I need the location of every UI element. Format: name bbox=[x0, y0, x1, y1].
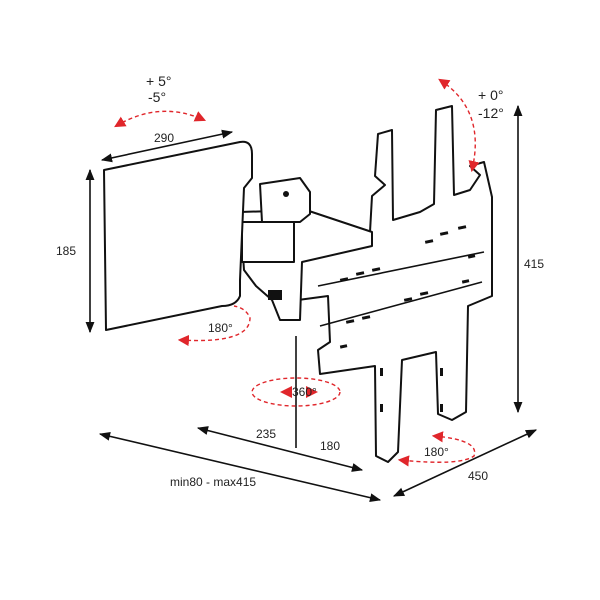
top-tilt-minus-label: -12° bbox=[478, 105, 504, 121]
dim-total-height-label: 415 bbox=[524, 257, 544, 271]
swivel-arc bbox=[177, 305, 251, 347]
dim-height-label: 185 bbox=[56, 244, 76, 258]
swivel-label: 180° bbox=[208, 321, 233, 335]
dim-arm-length-1: 235 bbox=[256, 427, 276, 441]
tv-bracket bbox=[259, 177, 311, 223]
dimensions: 290 185 415 235 180 min80 - max415 450 bbox=[56, 104, 544, 503]
dim-width-line bbox=[100, 129, 234, 163]
tilt-plus-label: + 5° bbox=[146, 73, 171, 89]
arm-block bbox=[241, 221, 295, 263]
tilt-minus-label: -5° bbox=[148, 89, 166, 105]
dim-extension-line bbox=[98, 431, 382, 503]
mount-drawing bbox=[103, 105, 493, 463]
wall-plate-slots bbox=[339, 225, 476, 412]
wall-swivel-arc bbox=[397, 431, 476, 467]
rotation-label: 360° bbox=[292, 385, 317, 399]
dim-width-label: 290 bbox=[154, 131, 174, 145]
pivot-block bbox=[268, 290, 282, 300]
tv-plate bbox=[103, 140, 253, 331]
wall-swivel-label: 180° bbox=[424, 445, 449, 459]
tilt-arc bbox=[114, 110, 207, 128]
rotation-arrowhead-left bbox=[280, 386, 292, 398]
top-tilt-arc bbox=[438, 78, 480, 173]
rotation-indicators: + 5° -5° + 0° -12° 180° 360° 180° bbox=[114, 73, 504, 467]
rotation-ellipse bbox=[251, 377, 341, 407]
dim-depth-label: 450 bbox=[468, 469, 488, 483]
wall-plate bbox=[297, 105, 493, 463]
rotation-arrowhead-right bbox=[306, 386, 318, 398]
dim-extension-label: min80 - max415 bbox=[170, 475, 256, 489]
top-tilt-plus-label: + 0° bbox=[478, 87, 503, 103]
dim-depth-line bbox=[392, 429, 538, 497]
dim-arm-length-2: 180 bbox=[320, 439, 340, 453]
